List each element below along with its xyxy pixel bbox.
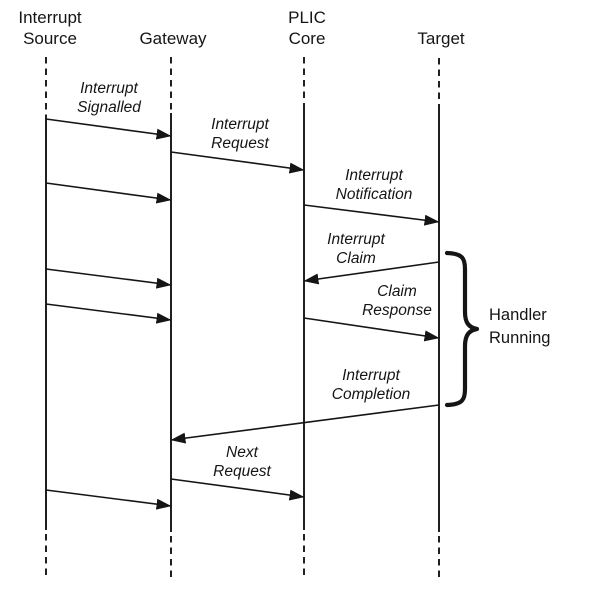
lane-header-plic-core: PLIC Core [288,8,326,48]
arrow-interrupt-signalled-3 [45,268,172,289]
arrow-interrupt-request [170,151,305,174]
message-label-interrupt-notification: Interrupt Notification [335,167,413,203]
handler-running-brace [444,250,480,408]
lane-header-target: Target [417,29,465,48]
message-label-interrupt-signalled: Interrupt Signalled [77,80,141,116]
arrow-claim-response [303,317,440,342]
message-label-next-request: Next Request [213,444,271,480]
message-label-interrupt-claim: Interrupt Claim [327,231,385,267]
arrow-interrupt-signalled-4 [45,303,172,324]
message-label-interrupt-completion: Interrupt Completion [331,367,411,403]
arrow-interrupt-signalled-5 [45,489,172,510]
lane-header-gateway: Gateway [139,29,207,48]
arrow-interrupt-signalled [45,118,172,140]
lifelines [45,57,440,580]
handler-running-label: Handler Running [489,306,551,347]
arrow-interrupt-claim [303,261,440,285]
arrow-interrupt-completion [170,404,440,444]
lane-header-interrupt-source: Interrupt Source [18,8,82,48]
arrow-next-request [170,478,305,501]
arrow-interrupt-notification [303,204,440,226]
message-arrows [45,118,440,510]
arrow-interrupt-signalled-2 [45,182,172,204]
message-label-claim-response: Claim Response [362,283,432,319]
message-label-interrupt-request: Interrupt Request [211,116,269,152]
